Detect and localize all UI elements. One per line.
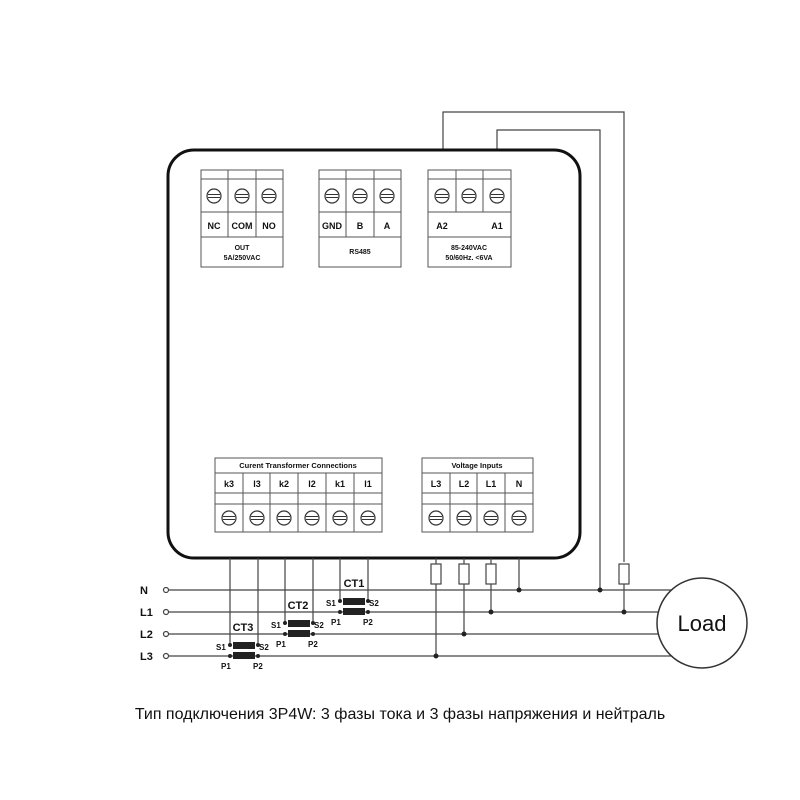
ct-secondary-wires (229, 558, 369, 644)
block-caption: 85-240VAC (451, 245, 487, 252)
ct-terminal-label: P1 (221, 662, 231, 671)
terminal-label: NC (208, 221, 221, 231)
ct-name: CT1 (344, 578, 365, 590)
screw-terminal-v-l3 (428, 510, 444, 526)
screw-terminal-l2 (304, 510, 320, 526)
ct-name: CT3 (233, 622, 254, 634)
line-start-node (162, 630, 170, 638)
junction-dot (488, 609, 494, 615)
terminal-label: l3 (253, 479, 261, 489)
line-label-l2: L2 (140, 629, 153, 641)
ct-terminal-label: S2 (314, 621, 324, 630)
block-title: Curent Transformer Connections (239, 461, 357, 470)
terminal-label: k2 (279, 479, 289, 489)
terminal-label: L1 (486, 479, 497, 489)
terminal-label: A (384, 221, 391, 231)
ct-terminal-label: S1 (326, 599, 336, 608)
block-caption: OUT (235, 245, 251, 252)
junction-dot (433, 653, 439, 659)
block-caption: 50/60Hz. <6VA (445, 255, 492, 262)
fuse-icon (430, 563, 442, 585)
junction-dot (597, 587, 603, 593)
screw-terminal-k1 (332, 510, 348, 526)
ct-terminal-label: S2 (259, 643, 269, 652)
ct-core (233, 642, 255, 649)
voltage-inputs-block: Voltage Inputs L3 L2 L1 N (421, 457, 534, 533)
ct-name: CT2 (288, 600, 309, 612)
load: Load (656, 577, 748, 669)
power-supply-wires (442, 111, 625, 612)
terminal-label: N (516, 479, 523, 489)
ct-terminal-label: P2 (363, 618, 373, 627)
ct-terminal-label: P1 (276, 640, 286, 649)
terminal-label: B (357, 221, 364, 231)
screw-terminal-v-l2 (456, 510, 472, 526)
diagram-caption: Тип подключения 3P4W: 3 фазы тока и 3 фа… (134, 706, 666, 723)
terminal-label: NO (262, 221, 276, 231)
junction-dot (516, 587, 522, 593)
ct-connections-block: Curent Transformer Connections k3 l3 k2 … (214, 457, 383, 533)
load-circle (656, 577, 748, 669)
ct2-transformer: CT2 S1 S2 P1 P2 (271, 600, 324, 649)
line-label-l1: L1 (140, 607, 153, 619)
rs485-block: GND B A RS485 (318, 169, 402, 268)
line-start-node (162, 586, 170, 594)
screw-terminal-a (379, 188, 395, 204)
ct-terminal-label: S1 (271, 621, 281, 630)
junction-dot (621, 609, 627, 615)
screw-terminal-a1 (489, 188, 505, 204)
terminal-label: k3 (224, 479, 234, 489)
junction-dot (461, 631, 467, 637)
ct-core (288, 620, 310, 627)
ct-terminal-label: S1 (216, 643, 226, 652)
ct-terminal-label: P2 (253, 662, 263, 671)
screw-terminal-k3 (221, 510, 237, 526)
block-caption: RS485 (349, 249, 371, 256)
fuse-icon (458, 563, 470, 585)
ct-terminal-label: P1 (331, 618, 341, 627)
terminal-label: A2 (436, 221, 448, 231)
screw-terminal-l3 (249, 510, 265, 526)
screw-terminal-gnd (324, 188, 340, 204)
ct-terminal-label: P2 (308, 640, 318, 649)
ct3-transformer: CT3 S1 S2 P1 P2 (216, 622, 269, 671)
block-title: Voltage Inputs (451, 461, 502, 470)
line-label-n: N (140, 585, 148, 597)
screw-terminal-a2 (434, 188, 450, 204)
screw-terminal-nc (206, 188, 222, 204)
screw-terminal-com (234, 188, 250, 204)
screw-terminal-v-l1 (483, 510, 499, 526)
ct1-transformer: CT1 S1 S2 P1 P2 (326, 578, 379, 627)
ct-terminal-label: S2 (369, 599, 379, 608)
line-start-node (162, 652, 170, 660)
fuse-icon (618, 563, 630, 585)
screw-terminal-l1 (360, 510, 376, 526)
screw-terminal-v-n (511, 510, 527, 526)
terminal-label: GND (322, 221, 343, 231)
screw-terminal-k2 (276, 510, 292, 526)
terminal-label: l2 (308, 479, 316, 489)
screw-terminal-blank (461, 188, 477, 204)
fuse-icon (485, 563, 497, 585)
terminal-label: A1 (491, 221, 503, 231)
line-start-node (162, 608, 170, 616)
load-label: Load (678, 611, 727, 636)
voltage-input-wires (435, 558, 520, 656)
line-label-l3: L3 (140, 651, 153, 663)
screw-terminal-b (352, 188, 368, 204)
block-caption: 5A/250VAC (224, 255, 261, 262)
power-supply-block: A2 A1 85-240VAC 50/60Hz. <6VA (427, 169, 512, 268)
ct-core (233, 652, 255, 659)
ct-core (288, 630, 310, 637)
terminal-label: L3 (431, 479, 442, 489)
ct-core (343, 598, 365, 605)
terminal-label: COM (232, 221, 253, 231)
terminal-label: k1 (335, 479, 345, 489)
terminal-label: l1 (364, 479, 372, 489)
relay-output-block: NC COM NO OUT 5A/250VAC (200, 169, 284, 268)
terminal-label: L2 (459, 479, 470, 489)
ct-core (343, 608, 365, 615)
screw-terminal-no (261, 188, 277, 204)
